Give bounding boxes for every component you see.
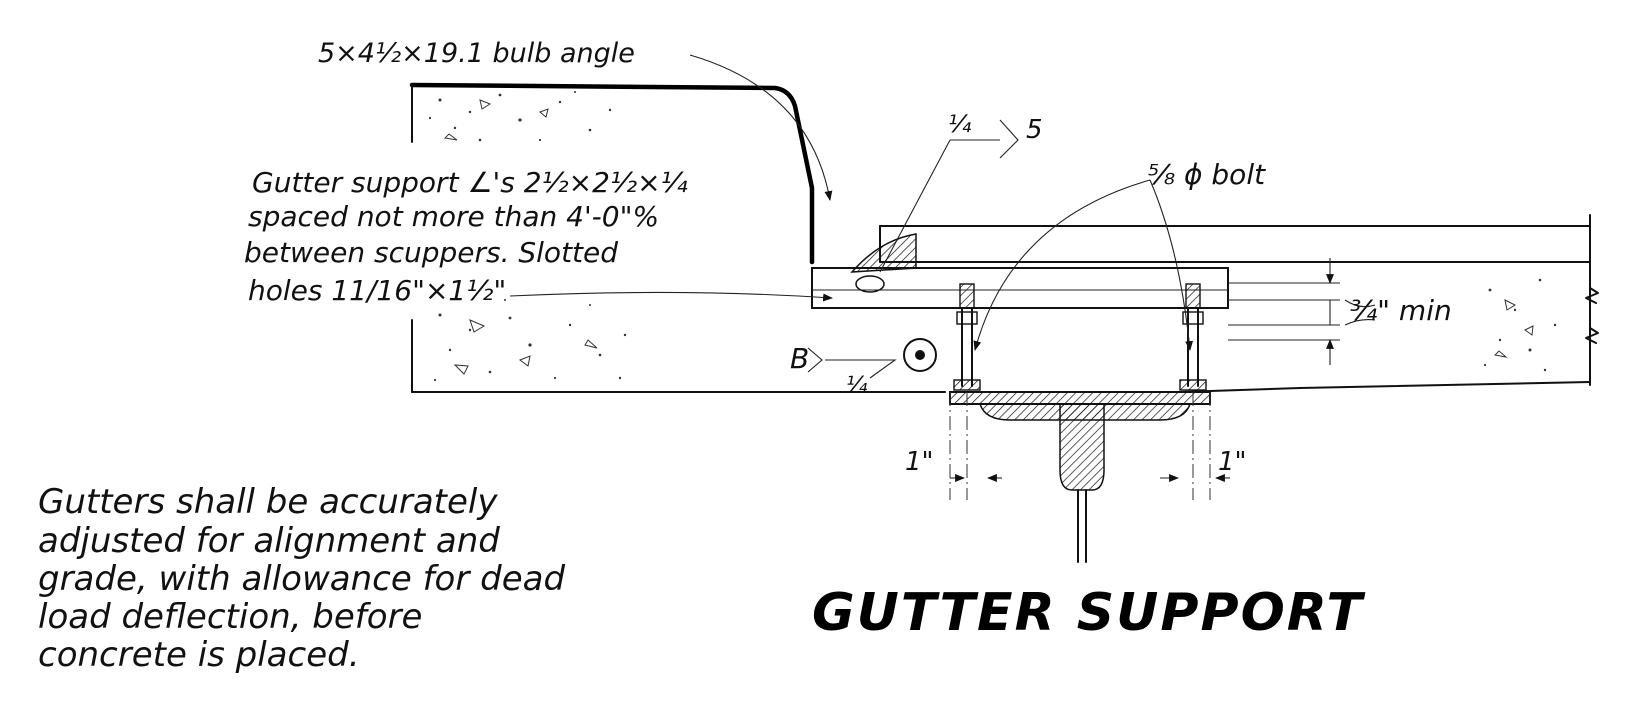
bolt-centerlines [949,392,1211,500]
beam-tee [949,391,1211,563]
callout-gutter-support-4: holes 11/16"×1½" [248,274,506,307]
concrete-stipple-upper-left [428,91,612,142]
weld-size-bottom: ¼ [846,373,868,398]
edge-distance-left: 1" [905,447,934,477]
drawing-title: GUTTER SUPPORT [812,583,1366,643]
weld-size-top: ¼ [948,110,971,138]
weld-symbol-top [999,119,1019,159]
concrete-stipple-lower-left [433,299,627,382]
clearance-dimension: ¾" min [1350,294,1452,327]
bolt-callout: ⅝ ϕ bolt [1148,158,1266,191]
gutter-support-angle [811,233,1229,309]
note-line-3: grade, with allowance for dead [38,559,565,599]
callout-gutter-support-2: spaced not more than 4'-0"% [248,200,659,233]
curb-outline [409,82,946,393]
callout-bulb-angle: 5×4½×19.1 bulb angle [318,38,635,69]
weld-symbol-field [807,338,937,379]
leader-lines [509,54,1230,482]
dimension-clearance [1228,258,1376,365]
weld-length-top: 5 [1026,115,1043,145]
general-note: Gutters shall be accurately adjusted for… [38,482,565,675]
callout-gutter-support-3: between scuppers. Slotted [244,236,618,269]
deck-slab [879,214,1599,393]
callout-gutter-support-1: Gutter support ∠'s 2½×2½×¼ [252,166,688,199]
note-line-4: load deflection, before [38,597,422,637]
edge-distance-right: 1" [1218,447,1247,477]
note-line-5: concrete is placed. [38,635,360,675]
note-line-2: adjusted for alignment and [38,521,500,561]
weld-reference-letter: B [790,342,809,375]
note-line-1: Gutters shall be accurately [38,482,498,522]
concrete-stipple-right [1483,278,1557,372]
bolt-left [953,283,981,391]
